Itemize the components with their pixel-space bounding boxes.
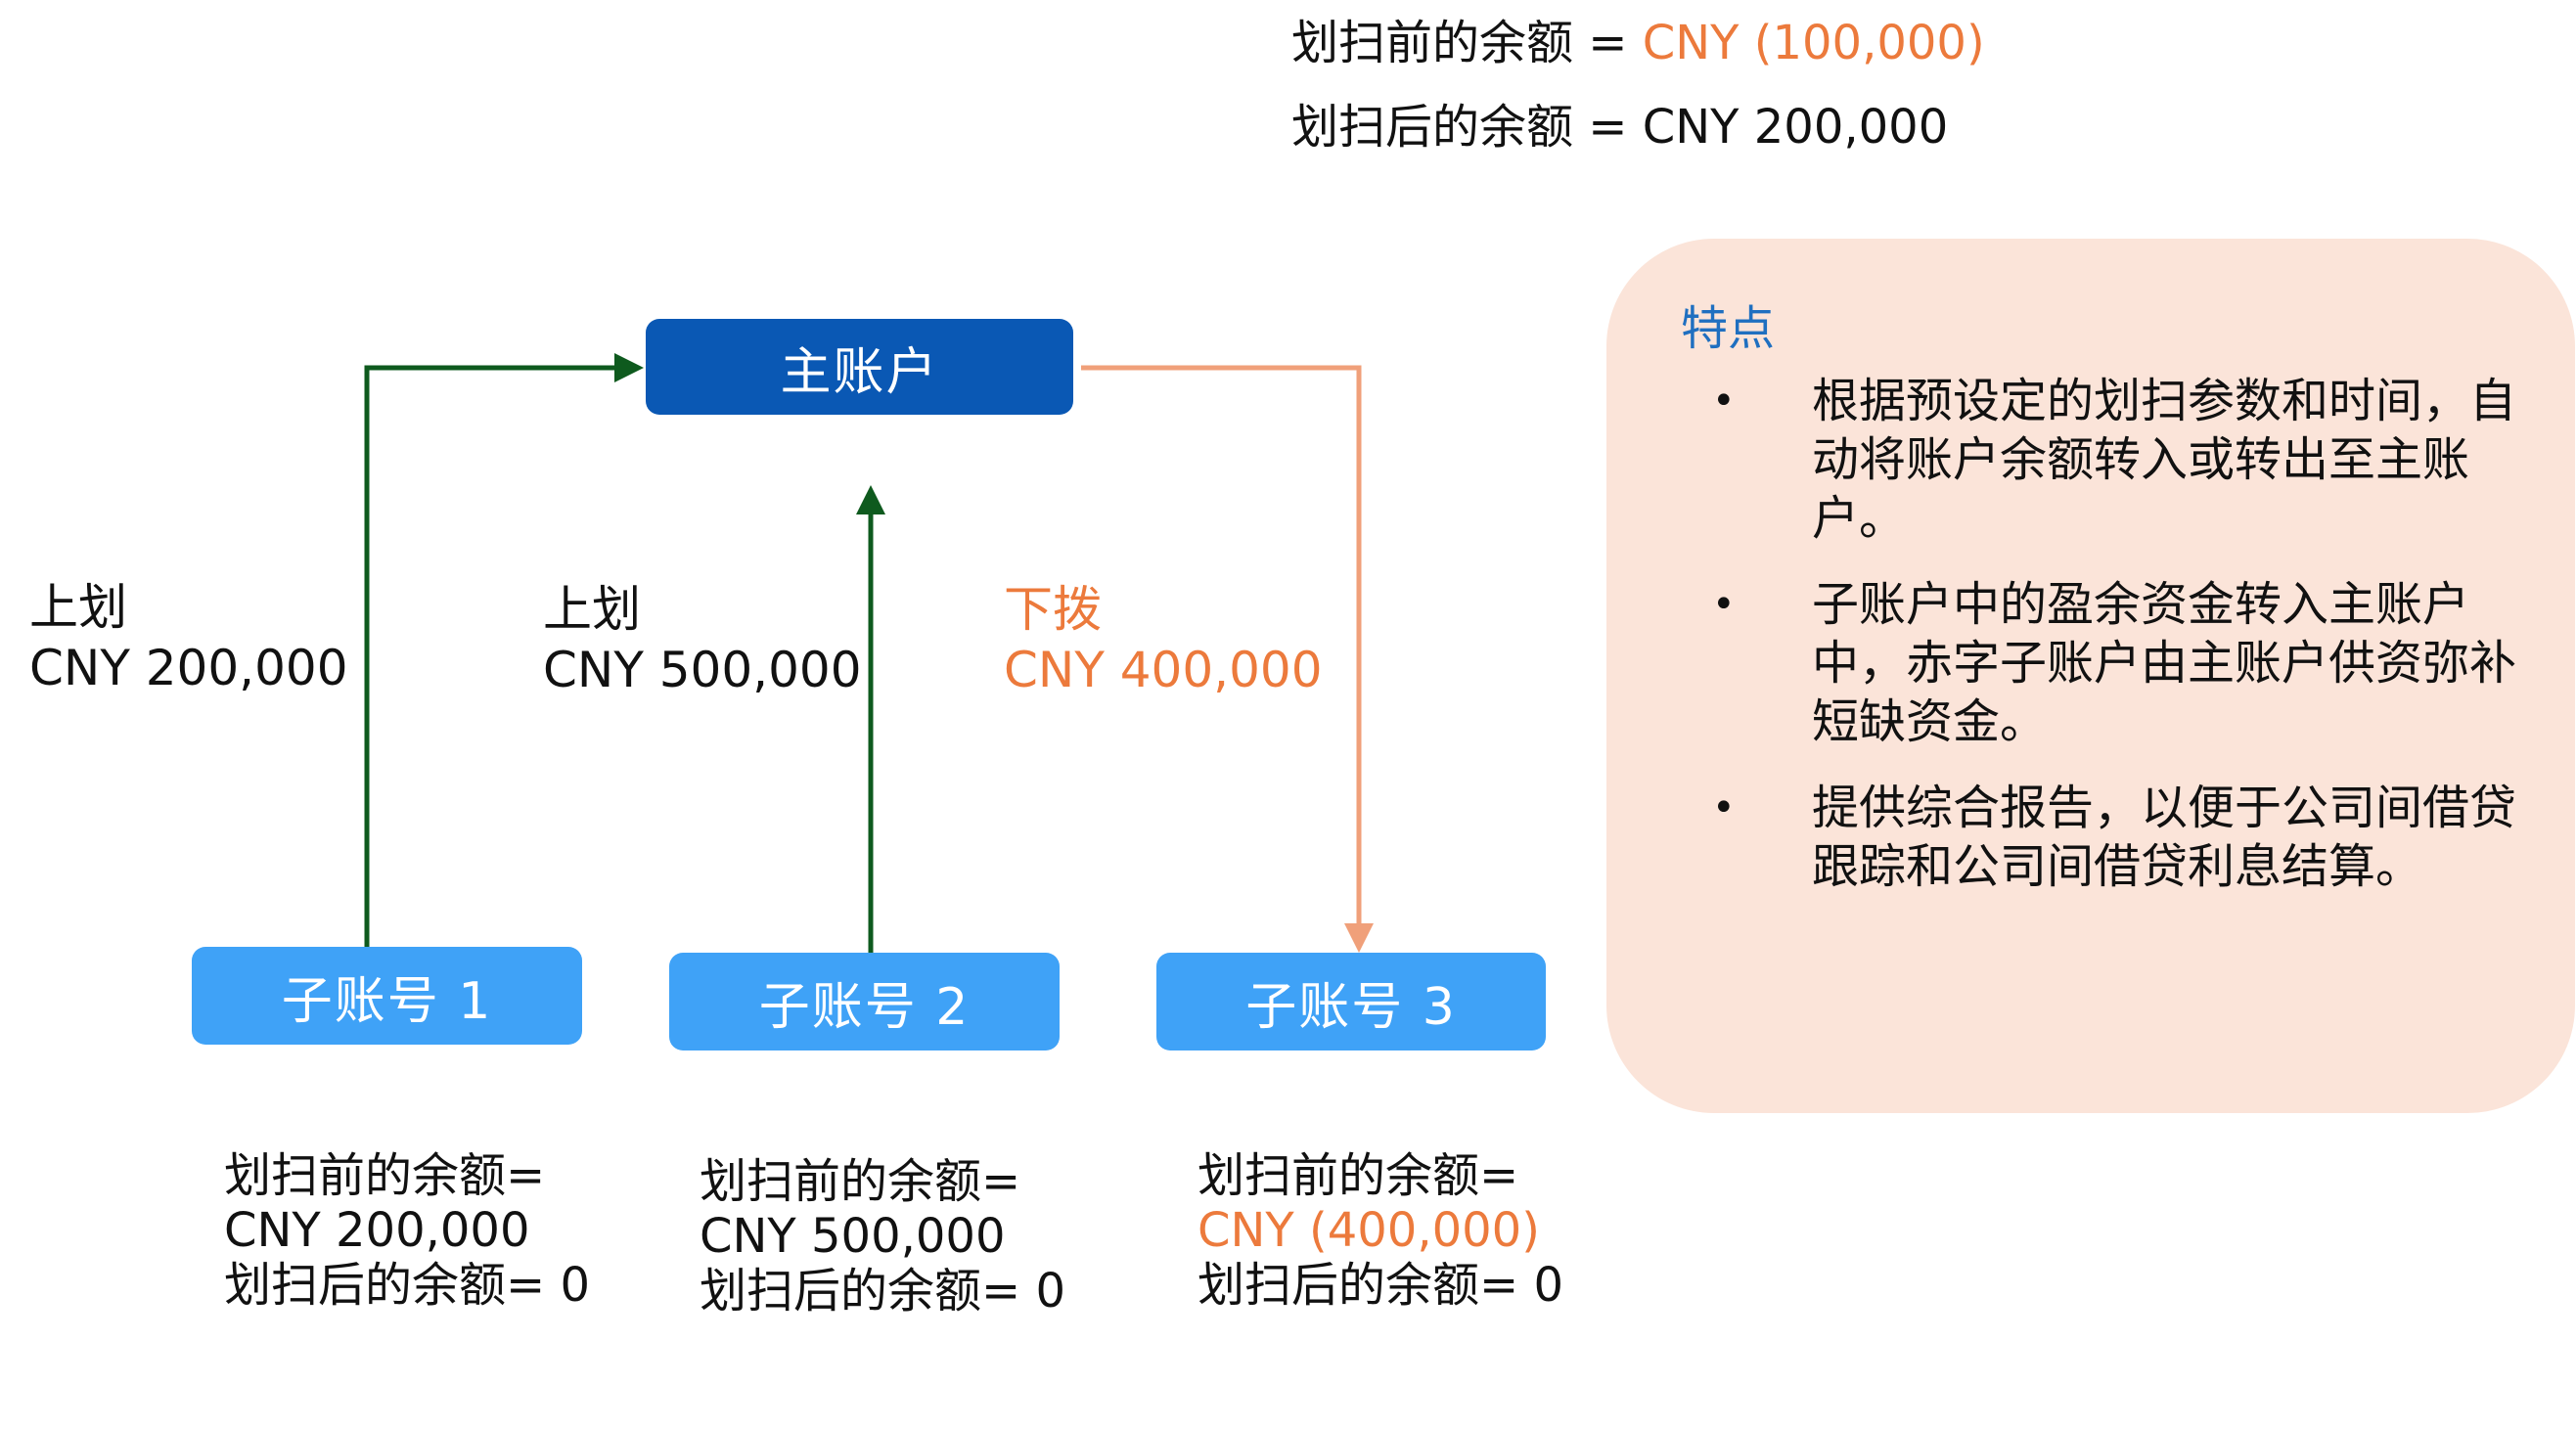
feature-item-3: • 提供综合报告，以便于公司间借贷跟踪和公司间借贷利息结算。	[1665, 779, 2546, 896]
sub1-before-value: CNY 200,000	[224, 1203, 530, 1258]
arrowhead-sub3	[1344, 923, 1374, 953]
feature-text-1: 根据预设定的划扫参数和时间，自动将账户余额转入或转出至主账户。	[1812, 374, 2517, 546]
feature-text-3: 提供综合报告，以便于公司间借贷跟踪和公司间借贷利息结算。	[1812, 781, 2517, 894]
summary-before-label: 划扫前的余额 =	[1291, 16, 1643, 70]
feature-item-1: • 根据预设定的划扫参数和时间，自动将账户余额转入或转出至主账户。	[1665, 372, 2546, 548]
arrowhead-sub1	[614, 353, 644, 382]
sub-account-1-box: 子账号 1	[192, 947, 582, 1045]
arrow-sub1-to-main	[364, 365, 628, 947]
flow-amount-1: CNY 200,000	[29, 640, 348, 696]
bullet-icon: •	[1712, 785, 1736, 830]
summary-after-value: CNY 200,000	[1642, 100, 1949, 155]
sub1-before-label: 划扫前的余额=	[224, 1148, 546, 1203]
flow-amount-2: CNY 500,000	[543, 642, 862, 698]
flow-direction-2: 上划	[543, 581, 641, 638]
bullet-icon: •	[1712, 582, 1736, 627]
features-list: • 根据预设定的划扫参数和时间，自动将账户余额转入或转出至主账户。 • 子账户中…	[1665, 372, 2546, 923]
flow-label-1: 上划 CNY 200,000	[29, 577, 348, 698]
sub-account-2-balance: 划扫前的余额= CNY 500,000 划扫后的余额= 0	[700, 1154, 1065, 1318]
features-title: 特点	[1681, 301, 1776, 356]
sub3-before-label: 划扫前的余额=	[1198, 1148, 1519, 1203]
bullet-icon: •	[1712, 379, 1736, 424]
flow-amount-3: CNY 400,000	[1004, 642, 1323, 698]
feature-text-2: 子账户中的盈余资金转入主账户中，赤字子账户由主账户供资弥补短缺资金。	[1812, 577, 2517, 749]
summary-before: 划扫前的余额 = CNY (100,000)	[1291, 14, 1985, 72]
flow-label-3: 下拨 CNY 400,000	[1004, 579, 1323, 700]
feature-item-2: • 子账户中的盈余资金转入主账户中，赤字子账户由主账户供资弥补短缺资金。	[1665, 575, 2546, 751]
summary-after-label: 划扫后的余额 =	[1291, 100, 1643, 155]
sub-account-3-balance: 划扫前的余额= CNY (400,000) 划扫后的余额= 0	[1198, 1148, 1563, 1313]
flow-direction-1: 上划	[29, 579, 127, 636]
sub-account-3-label: 子账号 3	[1245, 977, 1457, 1037]
sub2-before-label: 划扫前的余额=	[700, 1154, 1021, 1209]
summary-after: 划扫后的余额 = CNY 200,000	[1291, 98, 1948, 156]
sub2-after: 划扫后的余额= 0	[700, 1264, 1066, 1318]
summary-before-value: CNY (100,000)	[1642, 16, 1985, 70]
sub2-before-value: CNY 500,000	[700, 1209, 1006, 1264]
main-account-label: 主账户	[780, 342, 939, 402]
sub-account-1-label: 子账号 1	[281, 971, 493, 1031]
features-panel: 特点 • 根据预设定的划扫参数和时间，自动将账户余额转入或转出至主账户。 • 子…	[1606, 239, 2575, 1113]
flow-direction-3: 下拨	[1004, 581, 1102, 638]
arrowhead-sub2	[856, 485, 885, 514]
sub-account-3-box: 子账号 3	[1156, 953, 1546, 1050]
sub3-after: 划扫后的余额= 0	[1198, 1258, 1564, 1313]
sub3-before-value: CNY (400,000)	[1198, 1203, 1540, 1258]
sub-account-2-label: 子账号 2	[758, 977, 971, 1037]
sub-account-1-balance: 划扫前的余额= CNY 200,000 划扫后的余额= 0	[224, 1148, 590, 1313]
sub1-after: 划扫后的余额= 0	[224, 1258, 591, 1313]
flow-label-2: 上划 CNY 500,000	[543, 579, 862, 700]
main-account-box: 主账户	[646, 319, 1073, 415]
sub-account-2-box: 子账号 2	[669, 953, 1060, 1050]
arrow-main-to-sub3	[1081, 365, 1362, 929]
